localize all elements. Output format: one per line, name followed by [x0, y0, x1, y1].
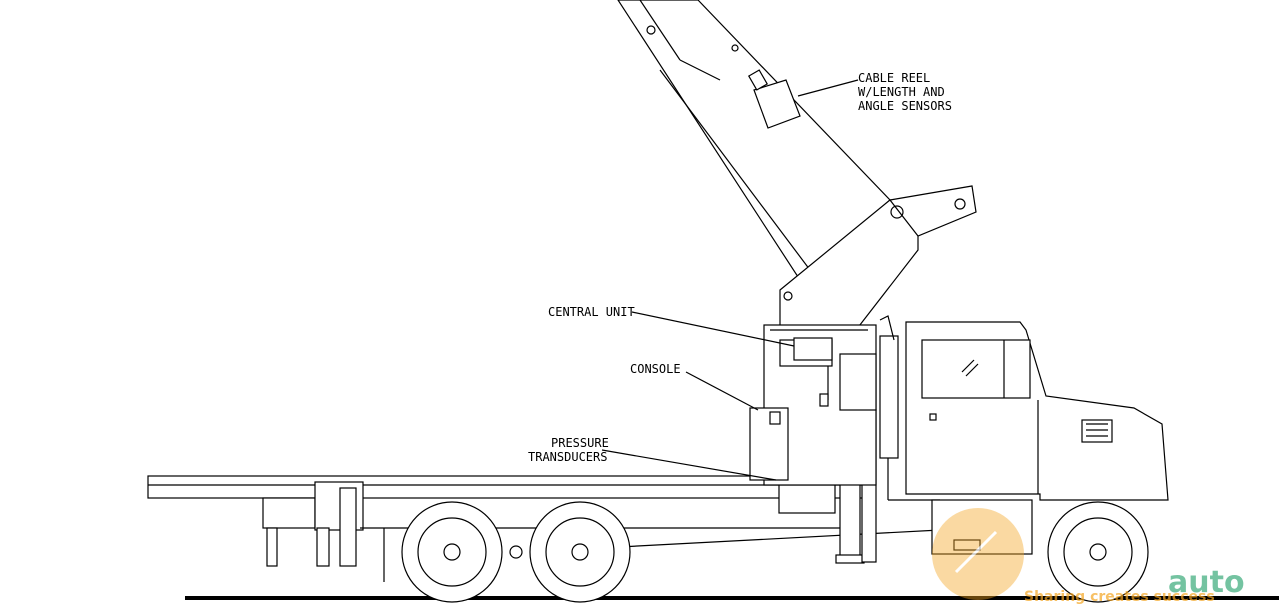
- label-cable-reel-line3: ANGLE SENSORS: [858, 99, 952, 113]
- console-box: [749, 407, 789, 481]
- label-console: CONSOLE: [630, 362, 681, 376]
- rear-wheel-1: [401, 501, 503, 603]
- label-pressure-line2: TRANSDUCERS: [528, 450, 607, 464]
- watermark-tagline: Sharing creates success: [1024, 589, 1215, 605]
- rear-wheel-2: [529, 501, 631, 603]
- crane-mast: [779, 185, 977, 331]
- watermark-brand: auto: [1168, 565, 1245, 600]
- leader-console: [685, 371, 759, 411]
- label-cable-reel-line1: CABLE REEL: [858, 71, 930, 85]
- central-unit-box: [793, 337, 833, 361]
- front-wheel: [1047, 501, 1149, 603]
- label-pressure-line1: PRESSURE: [551, 436, 609, 450]
- label-central-unit: CENTRAL UNIT: [548, 305, 635, 319]
- axle-hub: [509, 545, 523, 559]
- watermark-logo: auto Sharing creates success: [932, 508, 1245, 605]
- label-cable-reel-line2: W/LENGTH AND: [858, 85, 945, 99]
- exhaust-stack: [879, 315, 940, 501]
- cable-reel: [747, 69, 859, 129]
- leader-pressure-transducers: [601, 449, 777, 481]
- leader-central-unit: [631, 311, 795, 347]
